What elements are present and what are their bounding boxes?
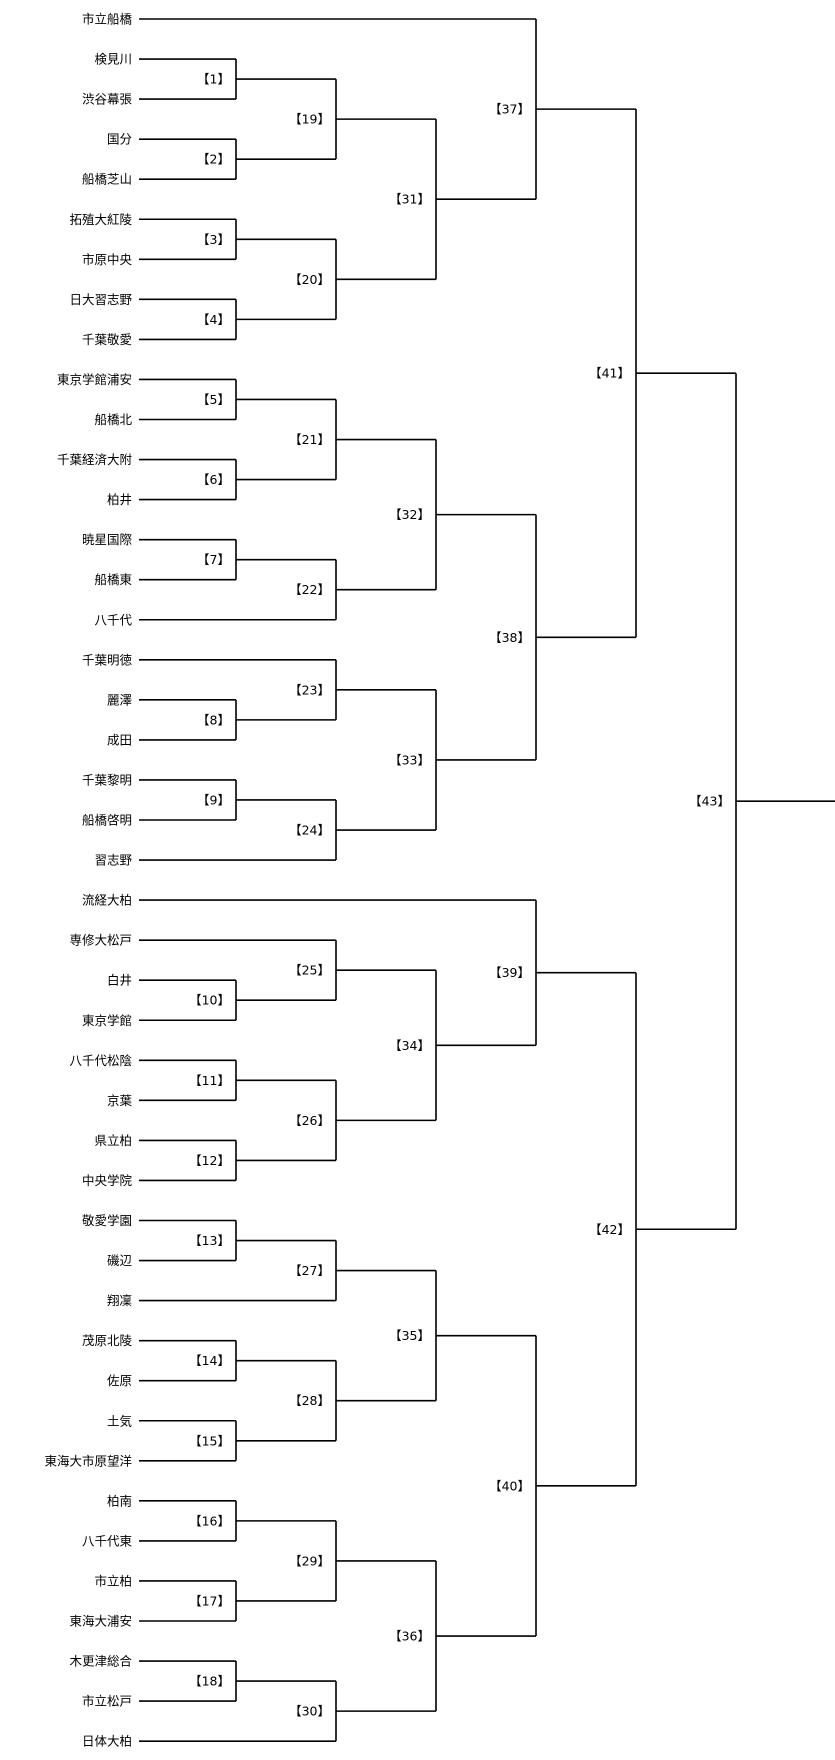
match-label: 【22】: [289, 582, 330, 597]
team-name: 流経大柏: [82, 893, 132, 908]
team-name: 千葉経済大附: [57, 452, 133, 467]
match-label: 【38】: [489, 630, 530, 645]
match-label: 【12】: [189, 1153, 230, 1168]
team-name: 日大習志野: [69, 292, 132, 307]
match-connector: [139, 18, 537, 201]
match-label: 【32】: [389, 507, 430, 522]
match-label: 【2】: [197, 152, 230, 167]
match-label: 【9】: [197, 792, 230, 807]
match-label: 【34】: [389, 1038, 430, 1053]
team-name: 磯辺: [107, 1253, 133, 1268]
team-name: 暁星国際: [82, 532, 133, 547]
match-label: 【36】: [389, 1629, 430, 1644]
team-name: 佐原: [107, 1373, 132, 1388]
team-name: 東海大浦安: [69, 1614, 132, 1629]
match-label: 【11】: [189, 1073, 230, 1088]
match-label: 【25】: [289, 963, 330, 978]
match-label: 【40】: [489, 1478, 530, 1493]
match-labels: 【1】【2】【3】【4】【5】【6】【7】【8】【9】【10】【11】【12】【…: [189, 72, 730, 1719]
match-label: 【35】: [389, 1328, 430, 1343]
match-label: 【7】: [197, 552, 230, 567]
team-name: 専修大松戸: [69, 933, 132, 948]
match-label: 【20】: [289, 272, 330, 287]
match-label: 【16】: [189, 1513, 230, 1528]
team-name: 成田: [107, 732, 132, 747]
team-name: 八千代松陰: [69, 1053, 132, 1068]
team-name: 船橋北: [94, 412, 132, 427]
match-label: 【33】: [389, 752, 430, 767]
match-label: 【29】: [289, 1553, 330, 1568]
team-name: 柏井: [107, 492, 132, 507]
match-label: 【10】: [189, 993, 230, 1008]
match-label: 【4】: [197, 312, 230, 327]
team-list: 市立船橋検見川渋谷幕張国分船橋芝山拓殖大紅陵市原中央日大習志野千葉敬愛東京学館浦…: [44, 12, 132, 1749]
team-name: 千葉敬愛: [82, 332, 132, 347]
team-name: 八千代: [94, 612, 132, 627]
team-name: 日体大柏: [82, 1734, 132, 1749]
team-name: 船橋啓明: [82, 813, 132, 828]
team-name: 千葉明徳: [82, 652, 133, 667]
match-label: 【15】: [189, 1433, 230, 1448]
team-name: 千葉黎明: [82, 772, 132, 787]
team-name: 拓殖大紅陵: [69, 212, 132, 227]
team-name: 八千代東: [82, 1533, 133, 1548]
match-connector: [139, 899, 537, 1047]
match-label: 【17】: [189, 1593, 230, 1608]
match-label: 【39】: [489, 965, 530, 980]
match-label: 【24】: [289, 823, 330, 838]
match-label: 【18】: [189, 1674, 230, 1689]
match-label: 【21】: [289, 432, 330, 447]
match-label: 【3】: [197, 232, 230, 247]
team-name: 船橋東: [94, 572, 132, 587]
match-label: 【23】: [289, 682, 330, 697]
match-label: 【30】: [289, 1704, 330, 1719]
team-name: 中央学院: [82, 1173, 133, 1188]
match-label: 【19】: [289, 112, 330, 127]
team-name: 船橋芝山: [82, 172, 132, 187]
team-name: 県立柏: [94, 1133, 132, 1148]
team-name: 土気: [107, 1413, 132, 1428]
team-name: 東京学館: [82, 1013, 132, 1028]
team-name: 検見川: [94, 52, 132, 67]
match-label: 【28】: [289, 1393, 330, 1408]
team-name: 東京学館浦安: [57, 372, 132, 387]
match-label: 【13】: [189, 1233, 230, 1248]
team-name: 麗澤: [107, 692, 132, 707]
team-name: 市立船橋: [82, 12, 133, 27]
team-name: 東海大市原望洋: [44, 1453, 132, 1468]
team-name: 市立松戸: [82, 1694, 132, 1709]
bracket-lines: [139, 18, 835, 1742]
match-label: 【8】: [197, 712, 230, 727]
match-label: 【43】: [689, 794, 730, 809]
match-label: 【31】: [389, 192, 430, 207]
match-label: 【26】: [289, 1113, 330, 1128]
match-label: 【6】: [197, 472, 230, 487]
team-name: 茂原北陵: [82, 1333, 133, 1348]
team-name: 木更津総合: [69, 1654, 132, 1669]
team-name: 市立柏: [94, 1573, 132, 1588]
match-label: 【1】: [197, 72, 230, 87]
team-name: 国分: [107, 132, 132, 147]
match-label: 【5】: [197, 392, 230, 407]
team-name: 市原中央: [82, 252, 133, 267]
team-name: 敬愛学園: [82, 1213, 132, 1228]
team-name: 翔凜: [107, 1293, 132, 1308]
team-name: 柏南: [107, 1493, 132, 1508]
team-name: 白井: [107, 973, 132, 988]
match-label: 【41】: [589, 366, 630, 381]
match-label: 【42】: [589, 1222, 630, 1237]
match-label: 【14】: [189, 1353, 230, 1368]
match-label: 【27】: [289, 1263, 330, 1278]
team-name: 京葉: [107, 1093, 133, 1108]
match-label: 【37】: [489, 102, 530, 117]
team-name: 習志野: [94, 853, 132, 868]
team-name: 渋谷幕張: [82, 92, 133, 107]
